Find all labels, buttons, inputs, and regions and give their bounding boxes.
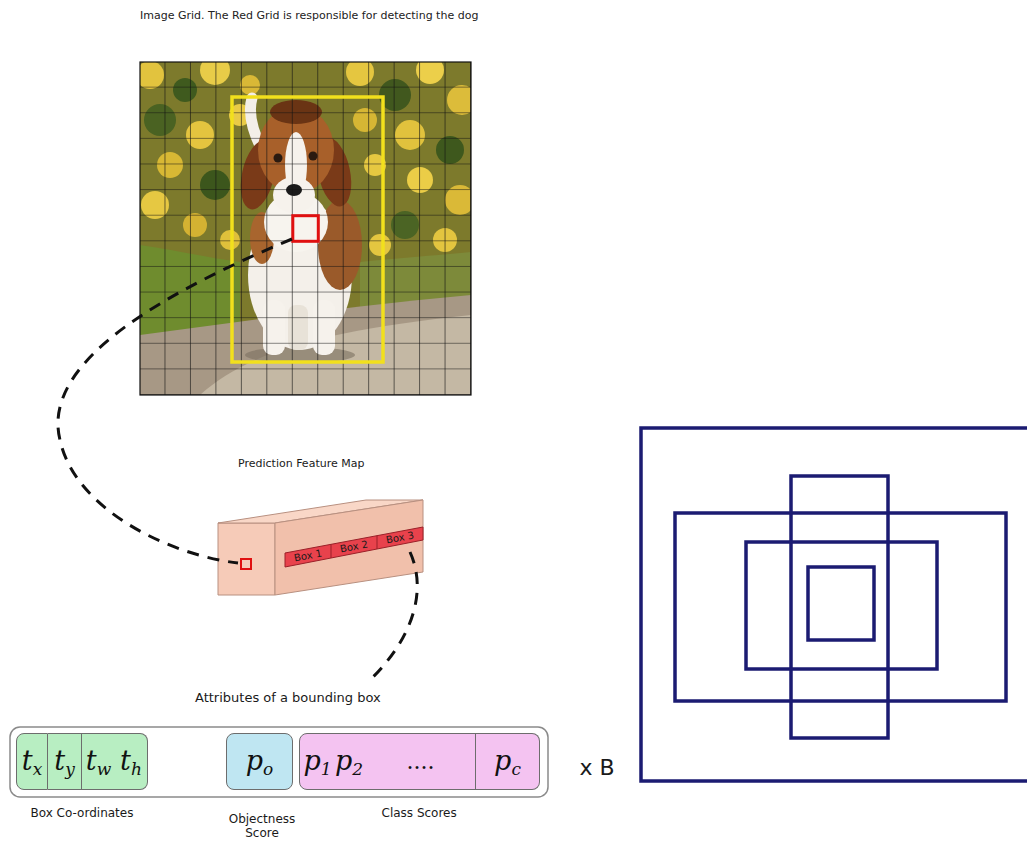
responsible-cell [293,216,319,242]
attribute-cell: pc [476,733,540,790]
multiplier-label: x B [580,755,615,781]
attribute-cell: p2 [331,733,368,790]
caption-label: Box Co-ordinates [31,806,134,820]
attribute-symbol: tw [86,745,111,778]
image-border [140,62,471,395]
attribute-symbol: tx [22,745,42,778]
caption-label: Attributes of a bounding box [195,690,381,706]
attribute-symbol: pc [494,745,521,778]
attribute-symbol: .... [407,751,435,773]
attribute-symbol: th [120,745,142,778]
attribute-cell: tx [16,733,48,790]
attribute-symbol: p2 [335,745,363,778]
caption-label: Class Scores [382,806,457,820]
dog-photo [140,62,471,395]
diagram-title: Image Grid. The Red Grid is responsible … [140,9,478,22]
attribute-symbol: po [246,745,274,778]
anchor-boxes [641,428,1027,781]
caption-label: Prediction Feature Map [238,457,364,470]
attribute-symbol: p1 [303,745,331,778]
attribute-symbol: ty [54,745,74,778]
attribute-cell: ty [48,733,82,790]
attribute-vector-frame [10,727,548,797]
leader-dashed-line [58,239,417,682]
attribute-cell: .... [366,733,476,790]
caption-label: Objectness Score [220,812,304,841]
image-grid [140,62,471,395]
ground-truth-box [232,97,383,362]
attribute-cell: th [115,733,148,790]
attribute-cell: po [226,733,293,790]
attribute-cell: tw [82,733,116,790]
feature-map-cuboid [218,500,423,595]
